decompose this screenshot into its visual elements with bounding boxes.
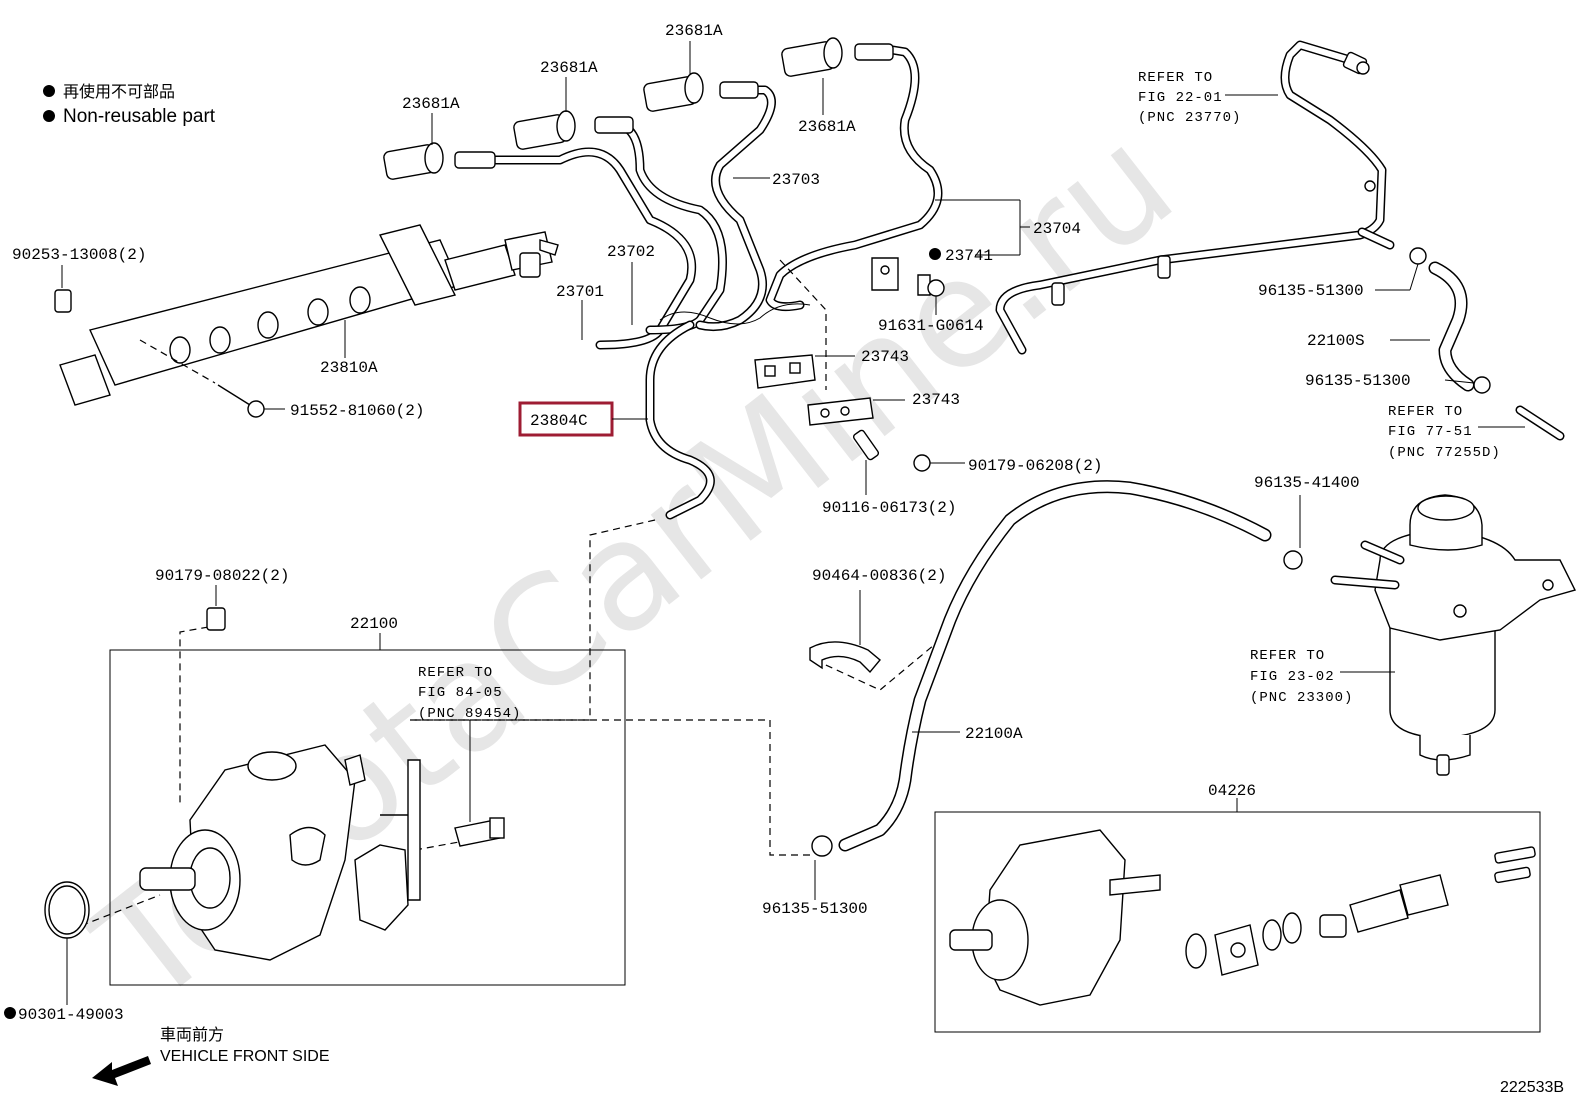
svg-text:FIG 23-02: FIG 23-02 (1250, 669, 1335, 685)
injection-pipes (465, 43, 943, 520)
label-23701: 23701 (556, 283, 604, 301)
non-reusable-dot-icon (43, 85, 55, 97)
bracket-23741 (871, 248, 941, 291)
label-96135-41400: 96135-41400 (1254, 474, 1360, 492)
clip-90464 (809, 590, 881, 674)
label-90253: 90253-13008(2) (12, 246, 146, 264)
label-04226: 04226 (1208, 782, 1256, 800)
label-96135-51300: 96135-51300 (1258, 282, 1364, 300)
svg-text:REFER TO: REFER TO (1250, 648, 1325, 664)
svg-text:REFER TO: REFER TO (1138, 70, 1213, 86)
non-reusable-dot-icon (929, 248, 941, 260)
direction-en: VEHICLE FRONT SIDE (160, 1048, 330, 1065)
pump-kit-04226-drawing (949, 829, 1536, 1006)
legend-en: Non-reusable part (63, 106, 216, 127)
sleeve-23681A-3 (643, 72, 759, 112)
part-labels: 23681A 23681A 23681A 23681A 23703 23704 … (12, 22, 1411, 1024)
label-23743: 23743 (861, 348, 909, 366)
collar-90253 (54, 265, 72, 313)
sleeve-23681A-left (383, 142, 496, 180)
svg-text:(PNC 77255D): (PNC 77255D) (1388, 445, 1501, 461)
svg-text:REFER TO: REFER TO (1388, 404, 1463, 420)
pump-kit-box-04226 (934, 798, 1541, 1033)
pressure-sensor (454, 720, 505, 847)
label-90301: 90301-49003 (18, 1006, 124, 1024)
label-90116: 90116-06173(2) (822, 499, 956, 517)
highlighted-part-23804C[interactable]: 23804C (518, 401, 648, 437)
svg-text:FIG 77-51: FIG 77-51 (1388, 424, 1473, 440)
svg-text:(PNC 23300): (PNC 23300) (1250, 690, 1353, 706)
label-23741: 23741 (945, 247, 993, 265)
label-23743: 23743 (912, 391, 960, 409)
figure-id: 222533B (1500, 1079, 1564, 1096)
label-96135-51300: 96135-51300 (762, 900, 868, 918)
pipe-sleeves (383, 37, 894, 180)
hose-clamp-96135-41400 (1283, 495, 1303, 570)
label-22100: 22100 (350, 615, 398, 633)
label-23681A: 23681A (798, 118, 856, 136)
svg-text:FIG 84-05: FIG 84-05 (418, 685, 503, 701)
label-23681A: 23681A (665, 22, 723, 40)
bolt-91631 (917, 274, 945, 315)
reference-note-23-02: REFER TO FIG 23-02 (PNC 23300) (1250, 648, 1353, 706)
supply-pump-box-22100 (109, 633, 626, 986)
label-96135-51300: 96135-51300 (1305, 372, 1411, 390)
svg-text:(PNC 89454): (PNC 89454) (418, 706, 521, 722)
label-91552: 91552-81060(2) (290, 402, 424, 420)
label-23702: 23702 (607, 243, 655, 261)
legend: 再使用不可部品 Non-reusable part (43, 83, 216, 127)
direction-jp: 車両前方 (160, 1026, 224, 1044)
reference-note-77-51: REFER TO FIG 77-51 (PNC 77255D) (1388, 404, 1501, 461)
sleeve-23681A-2 (513, 110, 634, 150)
nut-90179-06208 (913, 454, 965, 472)
fuel-filter (1330, 494, 1577, 776)
label-23681A: 23681A (402, 95, 460, 113)
return-pipe-assembly (995, 40, 1395, 355)
reference-note-22-01: REFER TO FIG 22-01 (PNC 23770) (1138, 70, 1241, 126)
arrow-left-icon (92, 1056, 151, 1086)
clamp-23743-lower (807, 397, 905, 426)
label-90464: 90464-00836(2) (812, 567, 946, 585)
sleeve-23681A-right (781, 37, 894, 77)
label-90179-06208: 90179-06208(2) (968, 457, 1102, 475)
label-90179-08022: 90179-08022(2) (155, 567, 289, 585)
non-reusable-dot-icon (4, 1007, 16, 1019)
reference-note-84-05: REFER TO FIG 84-05 (PNC 89454) (418, 665, 521, 722)
label-22100A: 22100A (965, 725, 1023, 743)
nut-90179-08022 (206, 585, 226, 631)
label-22100S: 22100S (1307, 332, 1365, 350)
stud-90116 (852, 429, 880, 495)
supply-pump-22100 (139, 744, 421, 961)
legend-jp: 再使用不可部品 (63, 83, 175, 101)
label-23804C: 23804C (530, 412, 588, 430)
svg-text:(PNC 23770): (PNC 23770) (1138, 110, 1241, 126)
svg-text:FIG 22-01: FIG 22-01 (1138, 90, 1223, 106)
label-23810A: 23810A (320, 359, 378, 377)
common-rail-23810A (59, 224, 559, 406)
label-23704: 23704 (1033, 220, 1081, 238)
hose-22100A (838, 480, 1272, 852)
bolt-91552 (139, 339, 285, 418)
o-ring-90301 (4, 881, 90, 1019)
label-23703: 23703 (772, 171, 820, 189)
hose-22100S (1428, 261, 1475, 392)
label-23681A: 23681A (540, 59, 598, 77)
label-91631: 91631-G0614 (878, 317, 984, 335)
pipe-end-77-51 (1478, 405, 1565, 441)
hose-clamp-96135-51300-upper (1375, 247, 1427, 291)
vehicle-front-indicator: 車両前方 VEHICLE FRONT SIDE (92, 1026, 330, 1086)
clamp-23743-upper (754, 354, 855, 389)
svg-text:REFER TO: REFER TO (418, 665, 493, 681)
hose-clamp-96135-51300-bottom (811, 835, 833, 900)
rail-outlet-ports (169, 286, 371, 364)
non-reusable-dot-icon (43, 110, 55, 122)
hose-clamp-96135-51300-lower (1444, 376, 1491, 394)
